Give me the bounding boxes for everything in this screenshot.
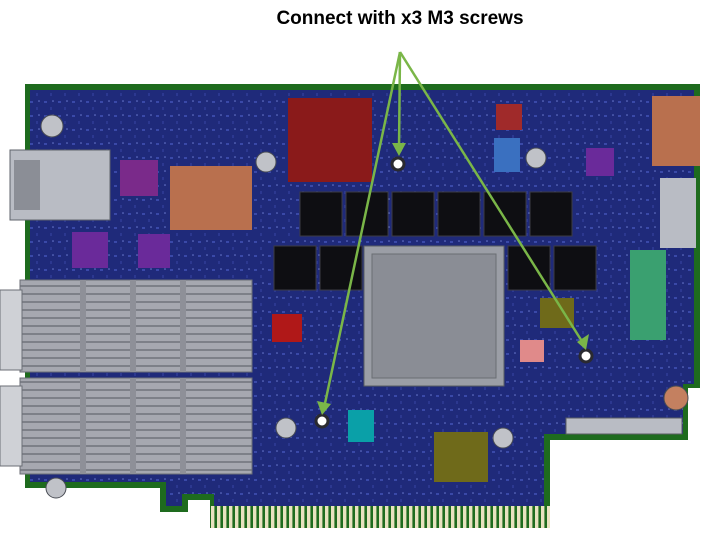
edge-connector <box>210 506 550 528</box>
annotation-arrows <box>317 51 589 415</box>
screw-hole-2 <box>578 348 594 364</box>
annotation-label: Connect with x3 M3 screws <box>276 8 524 29</box>
screw-hole-3 <box>314 413 330 429</box>
memory-chips <box>273 191 597 291</box>
screw-hole-1 <box>390 156 406 172</box>
